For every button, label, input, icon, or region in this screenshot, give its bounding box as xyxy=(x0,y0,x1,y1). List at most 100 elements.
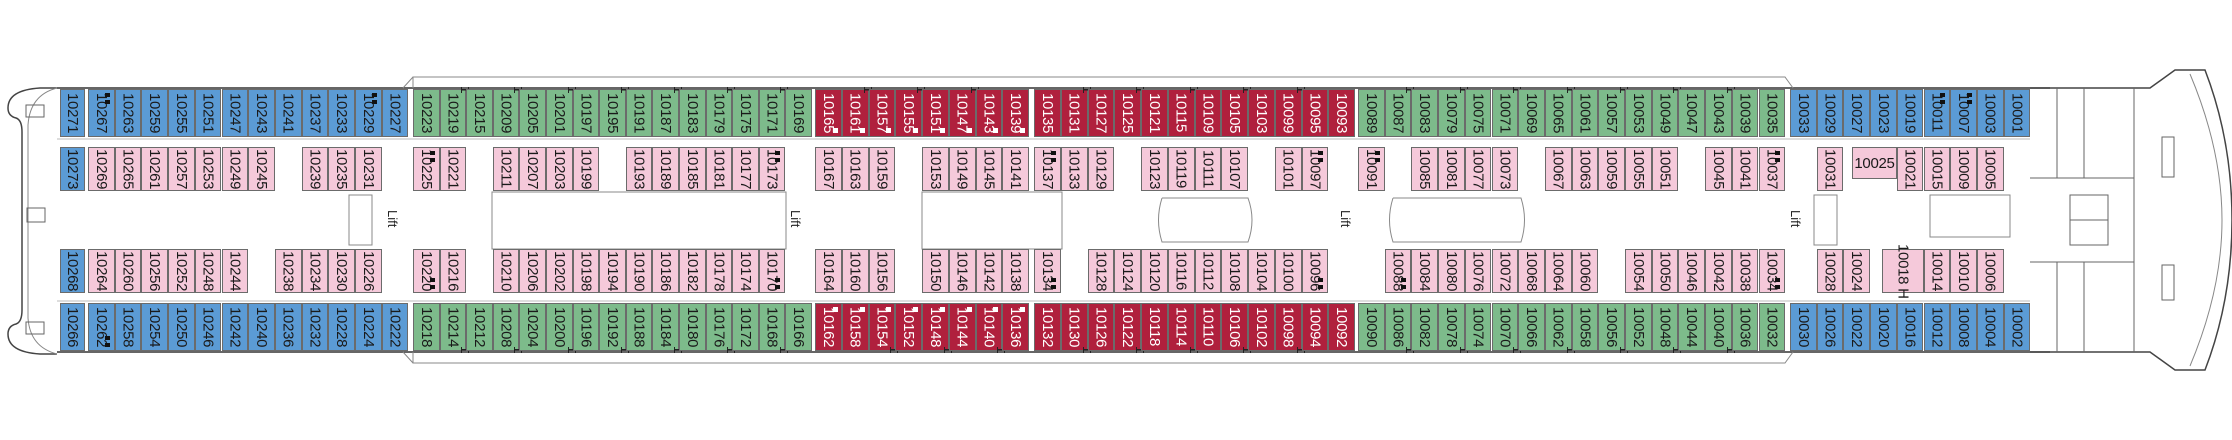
cabin-10005[interactable]: 10005 xyxy=(1976,147,2004,191)
cabin-10129[interactable]: 10129 xyxy=(1087,147,1115,191)
cabin-10083[interactable]: 10083 xyxy=(1411,89,1439,137)
cabin-10236[interactable]: 10236 xyxy=(274,303,302,351)
cabin-10043[interactable]: 10043 xyxy=(1705,87,1735,137)
cabin-10034[interactable]: 10034 xyxy=(1758,249,1786,293)
cabin-10226[interactable]: 10226 xyxy=(355,249,382,293)
cabin-10018[interactable]: 10018 H xyxy=(1882,244,1924,298)
cabin-10008[interactable]: 10008 xyxy=(1950,303,1977,351)
cabin-10271[interactable]: 10271 xyxy=(60,89,85,137)
cabin-10237[interactable]: 10237 xyxy=(301,89,329,137)
cabin-10056[interactable]: 10056 xyxy=(1598,303,1628,353)
cabin-10205[interactable]: 10205 xyxy=(519,89,546,137)
cabin-10225[interactable]: 10225 xyxy=(413,147,440,191)
cabin-10247[interactable]: 10247 xyxy=(221,89,249,137)
cabin-10164[interactable]: 10164 xyxy=(815,249,842,293)
cabin-10007[interactable]: 10007 xyxy=(1950,89,1977,137)
cabin-10235[interactable]: 10235 xyxy=(328,147,355,191)
cabin-10230[interactable]: 10230 xyxy=(328,249,355,293)
cabin-10104[interactable]: 10104 xyxy=(1248,249,1275,293)
cabin-10064[interactable]: 10064 xyxy=(1544,249,1572,293)
cabin-10097[interactable]: 10097 xyxy=(1301,147,1329,191)
cabin-10144[interactable]: 10144 xyxy=(948,303,976,351)
cabin-10253[interactable]: 10253 xyxy=(194,147,222,191)
cabin-10197[interactable]: 10197 xyxy=(572,89,600,137)
cabin-10082[interactable]: 10082 xyxy=(1411,303,1439,351)
cabin-10079[interactable]: 10079 xyxy=(1438,87,1468,137)
cabin-10163[interactable]: 10163 xyxy=(841,147,869,191)
cabin-10125[interactable]: 10125 xyxy=(1114,87,1144,137)
cabin-10102[interactable]: 10102 xyxy=(1248,303,1275,351)
cabin-10103[interactable]: 10103 xyxy=(1248,89,1275,137)
cabin-10068[interactable]: 10068 xyxy=(1518,249,1545,293)
cabin-10216[interactable]: 10216 xyxy=(439,249,467,293)
cabin-10054[interactable]: 10054 xyxy=(1625,249,1652,293)
cabin-10134[interactable]: 10134 xyxy=(1034,249,1061,293)
cabin-10119[interactable]: 10119 xyxy=(1167,147,1195,191)
cabin-10108[interactable]: 10108 xyxy=(1221,249,1248,293)
cabin-10044[interactable]: 10044 xyxy=(1678,303,1706,351)
cabin-10255[interactable]: 10255 xyxy=(168,89,195,137)
cabin-10039[interactable]: 10039 xyxy=(1731,89,1759,137)
cabin-10085[interactable]: 10085 xyxy=(1411,147,1439,191)
cabin-10122[interactable]: 10122 xyxy=(1114,303,1144,353)
cabin-10229[interactable]: 10229 xyxy=(355,89,382,137)
cabin-10004[interactable]: 10004 xyxy=(1976,303,2004,351)
cabin-10092[interactable]: 10092 xyxy=(1328,303,1355,351)
cabin-10090[interactable]: 10090 xyxy=(1358,303,1385,351)
cabin-10262[interactable]: 10262 xyxy=(88,303,115,351)
cabin-10023[interactable]: 10023 xyxy=(1870,89,1897,137)
cabin-10268[interactable]: 10268 xyxy=(60,249,85,293)
cabin-10168[interactable]: 10168 xyxy=(758,303,789,353)
cabin-10120[interactable]: 10120 xyxy=(1141,249,1168,293)
cabin-10240[interactable]: 10240 xyxy=(248,303,275,351)
cabin-10273[interactable]: 10273 xyxy=(60,147,85,191)
cabin-10087[interactable]: 10087 xyxy=(1384,87,1415,137)
cabin-10020[interactable]: 10020 xyxy=(1870,303,1897,351)
cabin-10021[interactable]: 10021 xyxy=(1896,147,1924,191)
cabin-10250[interactable]: 10250 xyxy=(168,303,195,351)
cabin-10030[interactable]: 10030 xyxy=(1790,303,1817,351)
cabin-10088[interactable]: 10088 xyxy=(1384,249,1412,293)
cabin-10146[interactable]: 10146 xyxy=(948,249,976,293)
cabin-10075[interactable]: 10075 xyxy=(1464,89,1492,137)
cabin-10150[interactable]: 10150 xyxy=(922,249,949,293)
cabin-10181[interactable]: 10181 xyxy=(705,147,733,191)
cabin-10269[interactable]: 10269 xyxy=(88,147,115,191)
cabin-10172[interactable]: 10172 xyxy=(732,303,759,351)
cabin-10080[interactable]: 10080 xyxy=(1438,249,1465,293)
cabin-10145[interactable]: 10145 xyxy=(975,147,1003,191)
cabin-10171[interactable]: 10171 xyxy=(758,87,789,137)
cabin-10179[interactable]: 10179 xyxy=(705,87,736,137)
cabin-10242[interactable]: 10242 xyxy=(221,303,249,351)
cabin-10006[interactable]: 10006 xyxy=(1976,249,2004,293)
cabin-10029[interactable]: 10029 xyxy=(1816,89,1844,137)
cabin-10178[interactable]: 10178 xyxy=(705,249,733,293)
cabin-10206[interactable]: 10206 xyxy=(519,249,546,293)
cabin-10012[interactable]: 10012 xyxy=(1923,303,1951,351)
cabin-10201[interactable]: 10201 xyxy=(546,87,576,137)
cabin-10106[interactable]: 10106 xyxy=(1221,303,1251,353)
cabin-10131[interactable]: 10131 xyxy=(1060,87,1091,137)
cabin-10095[interactable]: 10095 xyxy=(1301,89,1329,137)
cabin-10049[interactable]: 10049 xyxy=(1651,87,1682,137)
cabin-10211[interactable]: 10211 xyxy=(492,147,520,191)
cabin-10022[interactable]: 10022 xyxy=(1843,303,1871,351)
cabin-10138[interactable]: 10138 xyxy=(1002,249,1029,293)
cabin-10151[interactable]: 10151 xyxy=(922,89,949,137)
cabin-10055[interactable]: 10055 xyxy=(1625,147,1652,191)
cabin-10238[interactable]: 10238 xyxy=(274,249,302,293)
cabin-10246[interactable]: 10246 xyxy=(194,303,222,351)
cabin-10136[interactable]: 10136 xyxy=(1002,303,1029,351)
cabin-10061[interactable]: 10061 xyxy=(1571,89,1599,137)
cabin-10187[interactable]: 10187 xyxy=(652,87,682,137)
cabin-10222[interactable]: 10222 xyxy=(381,303,409,351)
cabin-10149[interactable]: 10149 xyxy=(948,147,976,191)
cabin-10199[interactable]: 10199 xyxy=(572,147,600,191)
cabin-10220[interactable]: 10220 xyxy=(413,249,440,293)
cabin-10215[interactable]: 10215 xyxy=(466,89,493,137)
cabin-10027[interactable]: 10027 xyxy=(1843,89,1871,137)
cabin-10175[interactable]: 10175 xyxy=(732,89,759,137)
cabin-10184[interactable]: 10184 xyxy=(652,303,682,353)
cabin-10123[interactable]: 10123 xyxy=(1141,147,1168,191)
cabin-10016[interactable]: 10016 xyxy=(1896,303,1924,351)
